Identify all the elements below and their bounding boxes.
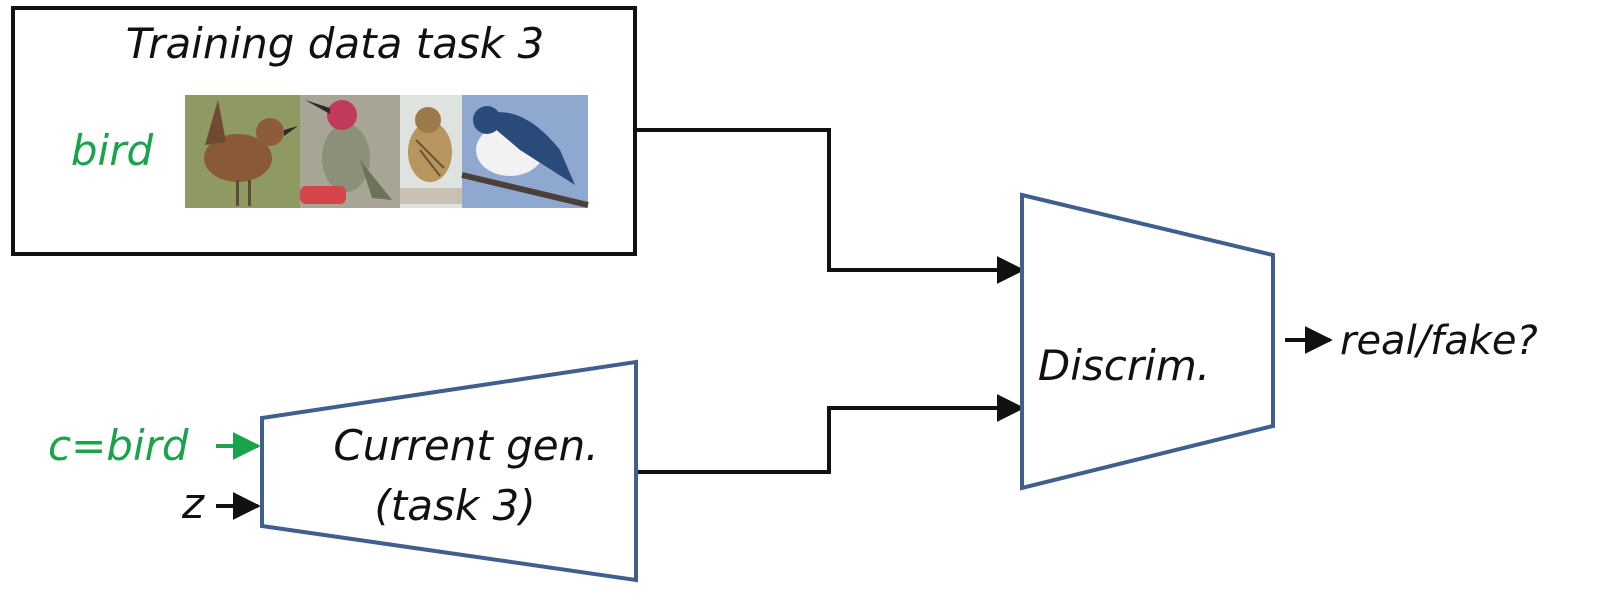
- condition-input-label: c=bird: [48, 421, 189, 470]
- noise-input-label: z: [181, 479, 205, 528]
- training-data-title: Training data task 3: [126, 19, 544, 68]
- generator-shape: [260, 359, 638, 583]
- bird-photo-swallow: [461, 95, 589, 208]
- generator-label-line1: Current gen.: [333, 421, 598, 470]
- bird-photo-sparrow: [400, 95, 462, 208]
- output-label: real/fake?: [1340, 318, 1538, 364]
- training-data-box: Training data task 3 bird: [11, 6, 637, 256]
- discriminator-block: Discrim.: [1020, 192, 1275, 491]
- discriminator-shape: [1020, 192, 1275, 491]
- bird-photo-wren: [185, 95, 300, 208]
- real-data-connector: [635, 128, 1025, 284]
- generator-block: Current gen. (task 3): [260, 359, 638, 583]
- bird-photo-hummingbird: [300, 95, 400, 208]
- generator-label-line2: (task 3): [374, 481, 535, 530]
- bird-image-strip: [185, 95, 589, 208]
- discriminator-label: Discrim.: [1038, 341, 1210, 390]
- training-class-label: bird: [71, 126, 154, 175]
- generated-data-connector: [636, 394, 1025, 474]
